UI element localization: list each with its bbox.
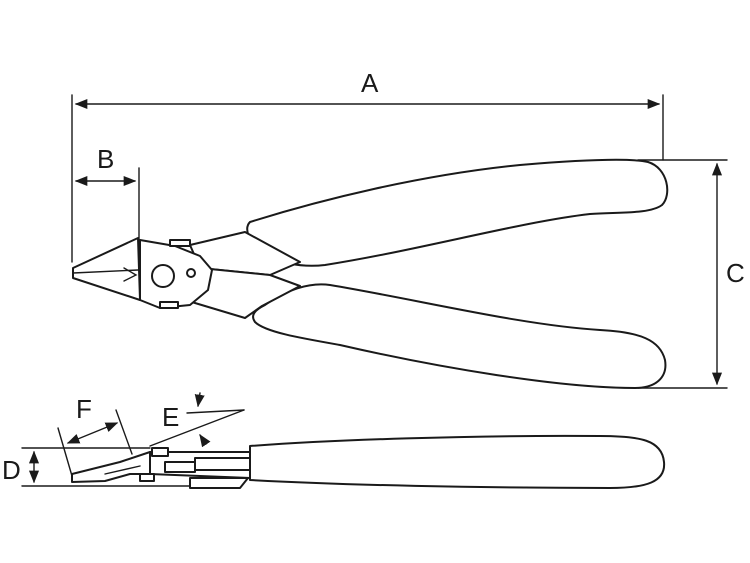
plier-profile-view: [71, 434, 666, 489]
dimension-f: F: [57, 394, 133, 477]
label-c: C: [726, 258, 745, 288]
pivot-head: [139, 239, 213, 309]
dimension-e: E: [149, 392, 245, 448]
dimension-d: D: [2, 447, 191, 487]
pivot-screw: [151, 264, 175, 288]
dimension-a: A: [71, 68, 664, 263]
spring-pin: [186, 268, 196, 278]
plier-top-view: [72, 158, 669, 389]
jaw: [72, 237, 141, 301]
label-d: D: [2, 455, 21, 485]
profile-jaw: [71, 451, 151, 483]
profile-handle: [249, 434, 666, 489]
upper-handle-grip: [246, 158, 669, 267]
label-e: E: [162, 402, 179, 432]
label-b: B: [97, 144, 114, 174]
label-a: A: [361, 68, 379, 98]
label-f: F: [76, 394, 92, 424]
dimension-b: B: [74, 144, 140, 241]
lower-handle-grip: [252, 283, 667, 389]
dimension-c: C: [637, 159, 745, 389]
